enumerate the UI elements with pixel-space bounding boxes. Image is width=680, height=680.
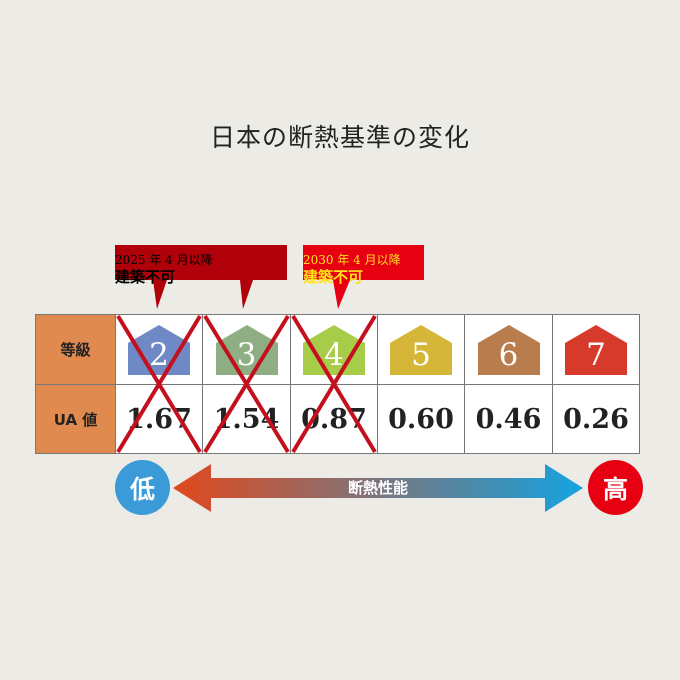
- performance-arrow: [173, 464, 583, 512]
- ua-value: 0.26: [552, 384, 640, 454]
- house-icon: 3: [215, 324, 278, 375]
- grade-cell: 3: [202, 314, 291, 385]
- house-icon: 2: [128, 324, 190, 375]
- ua-value: 0.60: [377, 384, 465, 454]
- callout-2025: 2025 年 4 月以降 建築不可: [115, 245, 287, 309]
- house-icon: 4: [303, 324, 365, 375]
- callout-2030-date: 2030 年 4 月以降: [303, 253, 401, 267]
- house-icon: 7: [565, 324, 627, 375]
- grade-number: 6: [498, 336, 519, 373]
- ua-value: 1.67: [115, 384, 203, 454]
- callout-2025-shape: [115, 245, 287, 309]
- callout-2025-text: 建築不可: [115, 268, 176, 286]
- grade-number: 5: [411, 336, 431, 373]
- house-icon: 5: [390, 324, 452, 375]
- low-badge: 低: [115, 460, 170, 515]
- grade-number: 7: [586, 336, 606, 373]
- grade-number: 3: [236, 336, 257, 373]
- callout-2030-shape: [303, 245, 424, 309]
- grade-cell: 7: [552, 314, 640, 385]
- page-title: 日本の断熱基準の変化: [209, 123, 470, 152]
- ua-value: 0.46: [464, 384, 553, 454]
- grade-number: 2: [149, 336, 169, 373]
- ua-row-header: UA 値: [35, 384, 116, 454]
- house-icon: 6: [477, 324, 540, 375]
- grade-row-header: 等級: [35, 314, 116, 385]
- ua-value: 0.87: [290, 384, 378, 454]
- performance-scale: 低 断熱性能 高: [115, 460, 645, 516]
- grade-cell: 4: [290, 314, 378, 385]
- callout-2030: 2030 年 4 月以降 建築不可: [303, 245, 424, 309]
- grade-number: 4: [324, 336, 344, 373]
- callout-2025-date: 2025 年 4 月以降: [115, 253, 213, 267]
- grade-cell: 2: [115, 314, 203, 385]
- grade-cell: 6: [464, 314, 553, 385]
- grade-cell: 5: [377, 314, 465, 385]
- high-badge: 高: [588, 460, 643, 515]
- ua-value: 1.54: [202, 384, 291, 454]
- performance-label: 断熱性能: [347, 479, 408, 497]
- callout-2030-text: 建築不可: [303, 268, 364, 286]
- grade-table: 等級 UA 値 2 1.67 3 1.54 4 0.87 5 0.60 6 0.…: [35, 314, 640, 454]
